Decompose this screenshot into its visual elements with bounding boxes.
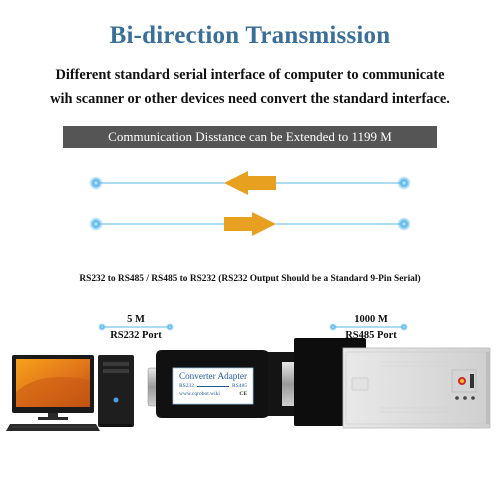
adapter-left-port: RS232 — [179, 383, 194, 389]
monitor-icon — [12, 355, 94, 420]
adapter-title: Converter Adapter — [178, 371, 248, 381]
arrow-right-icon — [224, 212, 276, 236]
page-title: Bi-direction Transmission — [109, 22, 391, 49]
right-link-line — [329, 323, 408, 331]
transmission-line-top — [89, 171, 411, 195]
distance-banner: Communication Disstance can be Extended … — [63, 126, 437, 148]
adapter-label: Converter Adapter RS232 RS485 www.cqrobo… — [173, 369, 253, 403]
ce-mark: CE — [239, 391, 247, 397]
server-rack-icon — [342, 347, 491, 429]
converter-caption: RS232 to RS485 / RS485 to RS232 (RS232 O… — [79, 274, 421, 284]
right-port: RS485 Port — [345, 330, 397, 341]
subtitle-line-1: Different standard serial interface of c… — [55, 67, 445, 83]
subtitle: Different standard serial interface of c… — [0, 63, 500, 111]
pc-tower-icon — [98, 355, 134, 427]
subtitle-line-2: wih scanner or other devices need conver… — [50, 91, 450, 107]
right-distance: 1000 M — [354, 314, 388, 325]
left-port: RS232 Port — [110, 330, 162, 341]
right-link-label: 1000 M RS485 Port — [336, 313, 406, 343]
left-link-line — [98, 323, 174, 331]
left-distance: 5 M — [127, 314, 145, 325]
transmission-line-bottom — [89, 212, 411, 236]
arrow-left-icon — [224, 171, 276, 195]
adapter-website: www.cqrobot.wiki — [179, 391, 220, 397]
adapter-right-port: RS485 — [232, 383, 247, 389]
left-link-label: 5 M RS232 Port — [105, 313, 167, 343]
keyboard-icon — [6, 424, 100, 431]
